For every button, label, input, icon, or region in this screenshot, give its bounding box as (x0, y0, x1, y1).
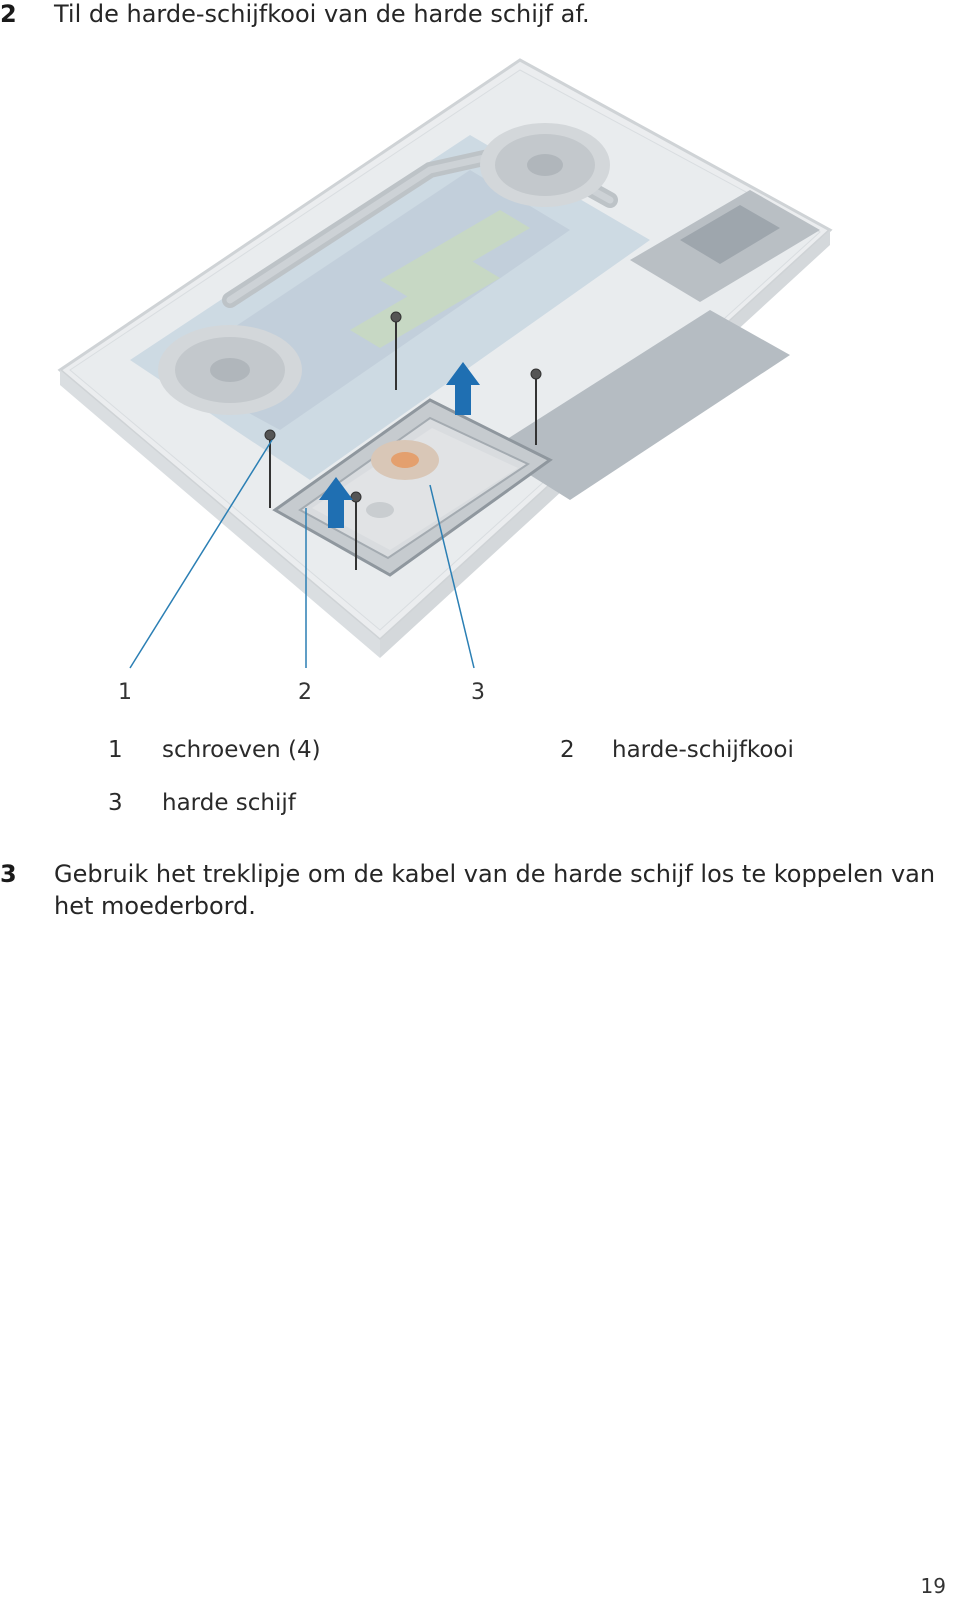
screw-icon (350, 491, 362, 503)
hard-drive (312, 428, 518, 550)
callout-3: 3 (471, 680, 485, 705)
step-3: 3 Gebruik het treklipje om de kabel van … (0, 858, 950, 928)
figure-legend: 1 schroeven (4) 2 harde-schijfkooi 3 har… (0, 735, 960, 835)
up-arrow-icon (319, 477, 353, 528)
lift-arrow-icons (319, 362, 480, 528)
memory-modules (350, 210, 530, 348)
page-number: 19 (920, 1574, 946, 1598)
battery-pack (490, 190, 820, 500)
legend-label: schroeven (4) (162, 737, 321, 763)
laptop-illustration: 1 2 3 (57, 58, 833, 705)
callout-2: 2 (298, 680, 312, 705)
legend-number: 2 (560, 737, 575, 763)
callout-lines (129, 439, 475, 669)
screw-icon (530, 368, 542, 380)
screw-icon (264, 429, 276, 441)
step-number: 3 (0, 860, 17, 888)
step-text: Gebruik het treklipje om de kabel van de… (54, 860, 936, 920)
step-number: 2 (0, 0, 17, 28)
up-arrow-icon (446, 362, 480, 415)
legend-label: harde-schijfkooi (612, 737, 794, 763)
legend-label: harde schijf (162, 790, 296, 816)
screw-icon (390, 311, 402, 323)
step-text: Til de harde-schijfkooi van de harde sch… (54, 0, 590, 28)
callout-1: 1 (118, 680, 132, 705)
screws (264, 311, 542, 570)
fan-right (480, 123, 610, 207)
step-2: 2 Til de harde-schijfkooi van de harde s… (0, 0, 950, 32)
legend-number: 1 (108, 737, 123, 763)
legend-number: 3 (108, 790, 123, 816)
fan-left (158, 325, 302, 415)
